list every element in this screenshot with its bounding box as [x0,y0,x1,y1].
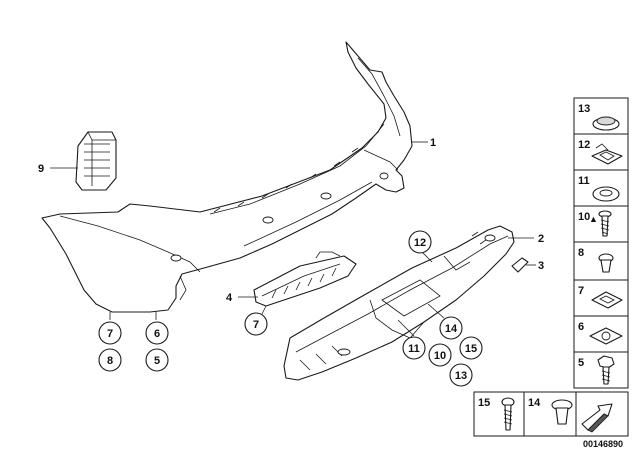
part-screw-10[interactable]: 10 ▲ [578,210,612,237]
callout-trim-12: 12 [408,230,432,254]
callout-1: 1 [430,137,436,149]
callout-trim-10: 10 [428,343,452,367]
callout-2: 2 [538,233,544,245]
svg-text:10: 10 [434,350,446,362]
callout-trim-13: 13 [449,363,473,387]
part-screw-15[interactable]: 15 [478,397,515,431]
part-clip-nut-6[interactable]: 6 [578,321,623,345]
callout-trim-11: 11 [402,336,426,360]
image-number: 00146890 [583,439,623,449]
part-rear-bumper[interactable] [41,41,413,313]
svg-text:15: 15 [465,343,477,355]
part-lower-bracket[interactable] [253,251,357,307]
svg-text:6: 6 [154,328,160,340]
svg-text:14: 14 [445,323,458,335]
part-hex-bolt-5[interactable]: 5 [578,355,615,385]
svg-text:14: 14 [528,397,541,409]
svg-text:12: 12 [578,139,590,151]
svg-text:8: 8 [107,355,113,367]
part-bracket-block[interactable] [75,131,117,191]
part-clip-nut-12[interactable]: 12 [578,139,623,165]
svg-text:15: 15 [478,397,490,409]
part-grommet-13[interactable]: 13 [578,103,620,131]
callout-trim-14: 14 [439,316,463,340]
callout-9: 9 [38,163,44,175]
part-lower-trim[interactable] [283,225,515,381]
svg-text:10: 10 [578,211,590,223]
callout-3: 3 [538,260,544,272]
callout-left-6: 6 [145,321,169,345]
callout-bracket-7: 7 [244,312,268,336]
side-parts-panel: 13 12 11 10 ▲ 8 [573,97,629,389]
svg-text:5: 5 [154,355,160,367]
callout-left-8: 8 [98,348,122,372]
svg-text:11: 11 [408,343,420,355]
part-nut-14[interactable]: 14 [528,397,573,425]
svg-text:12: 12 [414,237,426,249]
svg-text:13: 13 [455,370,467,382]
direction-arrow-icon [581,403,613,433]
arrow-up-icon: ▲ [589,214,598,224]
callout-left-7: 7 [98,321,122,345]
svg-text:7: 7 [253,319,259,331]
svg-text:11: 11 [578,175,590,187]
svg-text:7: 7 [107,328,113,340]
svg-text:5: 5 [578,357,584,369]
callout-trim-15: 15 [459,336,483,360]
part-rivet-8[interactable]: 8 [578,247,614,273]
svg-text:13: 13 [578,103,590,115]
part-clip-7[interactable]: 7 [578,285,623,309]
svg-text:8: 8 [578,247,584,259]
callout-left-5: 5 [145,348,169,372]
bottom-parts-panel: 15 14 [473,391,629,437]
part-plug[interactable] [511,257,529,273]
part-ring-grommet-11[interactable]: 11 [578,175,620,202]
svg-text:6: 6 [578,321,584,333]
svg-text:7: 7 [578,285,584,297]
callout-4: 4 [226,292,233,304]
